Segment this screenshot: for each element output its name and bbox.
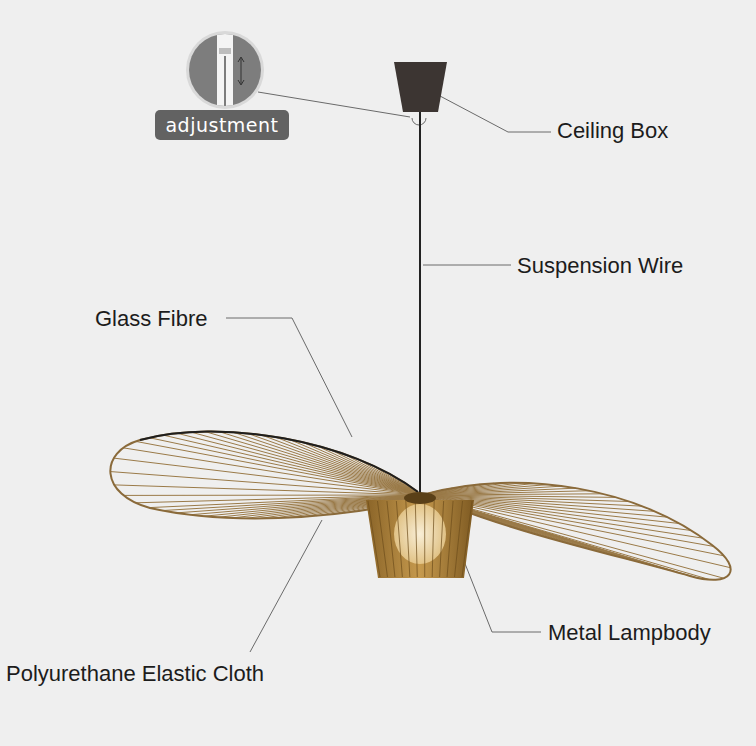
body-rib <box>455 501 463 577</box>
part-label: Suspension Wire <box>517 253 683 279</box>
body-rib <box>396 501 402 577</box>
fibre-spoke <box>163 435 421 495</box>
part-label: Polyurethane Elastic Cloth <box>6 661 264 687</box>
glass-fibre-spokes <box>110 432 730 580</box>
suspension-wire <box>419 112 421 495</box>
fibre-spoke <box>114 458 421 495</box>
metal-lampbody <box>366 492 474 578</box>
ceiling-box <box>394 62 447 112</box>
body-rib <box>415 501 417 577</box>
body-rib <box>377 501 387 577</box>
brim-right <box>426 483 731 580</box>
fibre-spoke <box>114 485 421 495</box>
body-rib <box>432 501 434 577</box>
fibre-spoke <box>421 494 603 495</box>
part-label: Glass Fibre <box>95 306 207 332</box>
callout-pill: adjustment <box>155 110 288 140</box>
body-rib <box>440 501 444 577</box>
fibre-spoke <box>205 432 421 495</box>
callout-text: adjustment <box>165 113 278 137</box>
body-rib <box>424 501 425 577</box>
body-rib <box>406 501 410 577</box>
part-label: Metal Lampbody <box>548 620 711 646</box>
part-label: Ceiling Box <box>557 118 668 144</box>
body-rib <box>447 501 453 577</box>
leader-lines <box>226 92 551 652</box>
fibre-spoke <box>219 432 421 495</box>
adjustment-icon <box>186 30 264 110</box>
fibre-spoke <box>149 438 421 495</box>
brim-edge <box>140 432 418 492</box>
fibre-spoke <box>233 432 421 495</box>
fibre-spoke <box>123 448 421 495</box>
body-rib <box>387 501 395 577</box>
body-rib <box>462 501 472 577</box>
body-rib <box>368 501 380 577</box>
fibre-spoke <box>124 495 421 496</box>
fibre-spoke <box>110 472 421 495</box>
